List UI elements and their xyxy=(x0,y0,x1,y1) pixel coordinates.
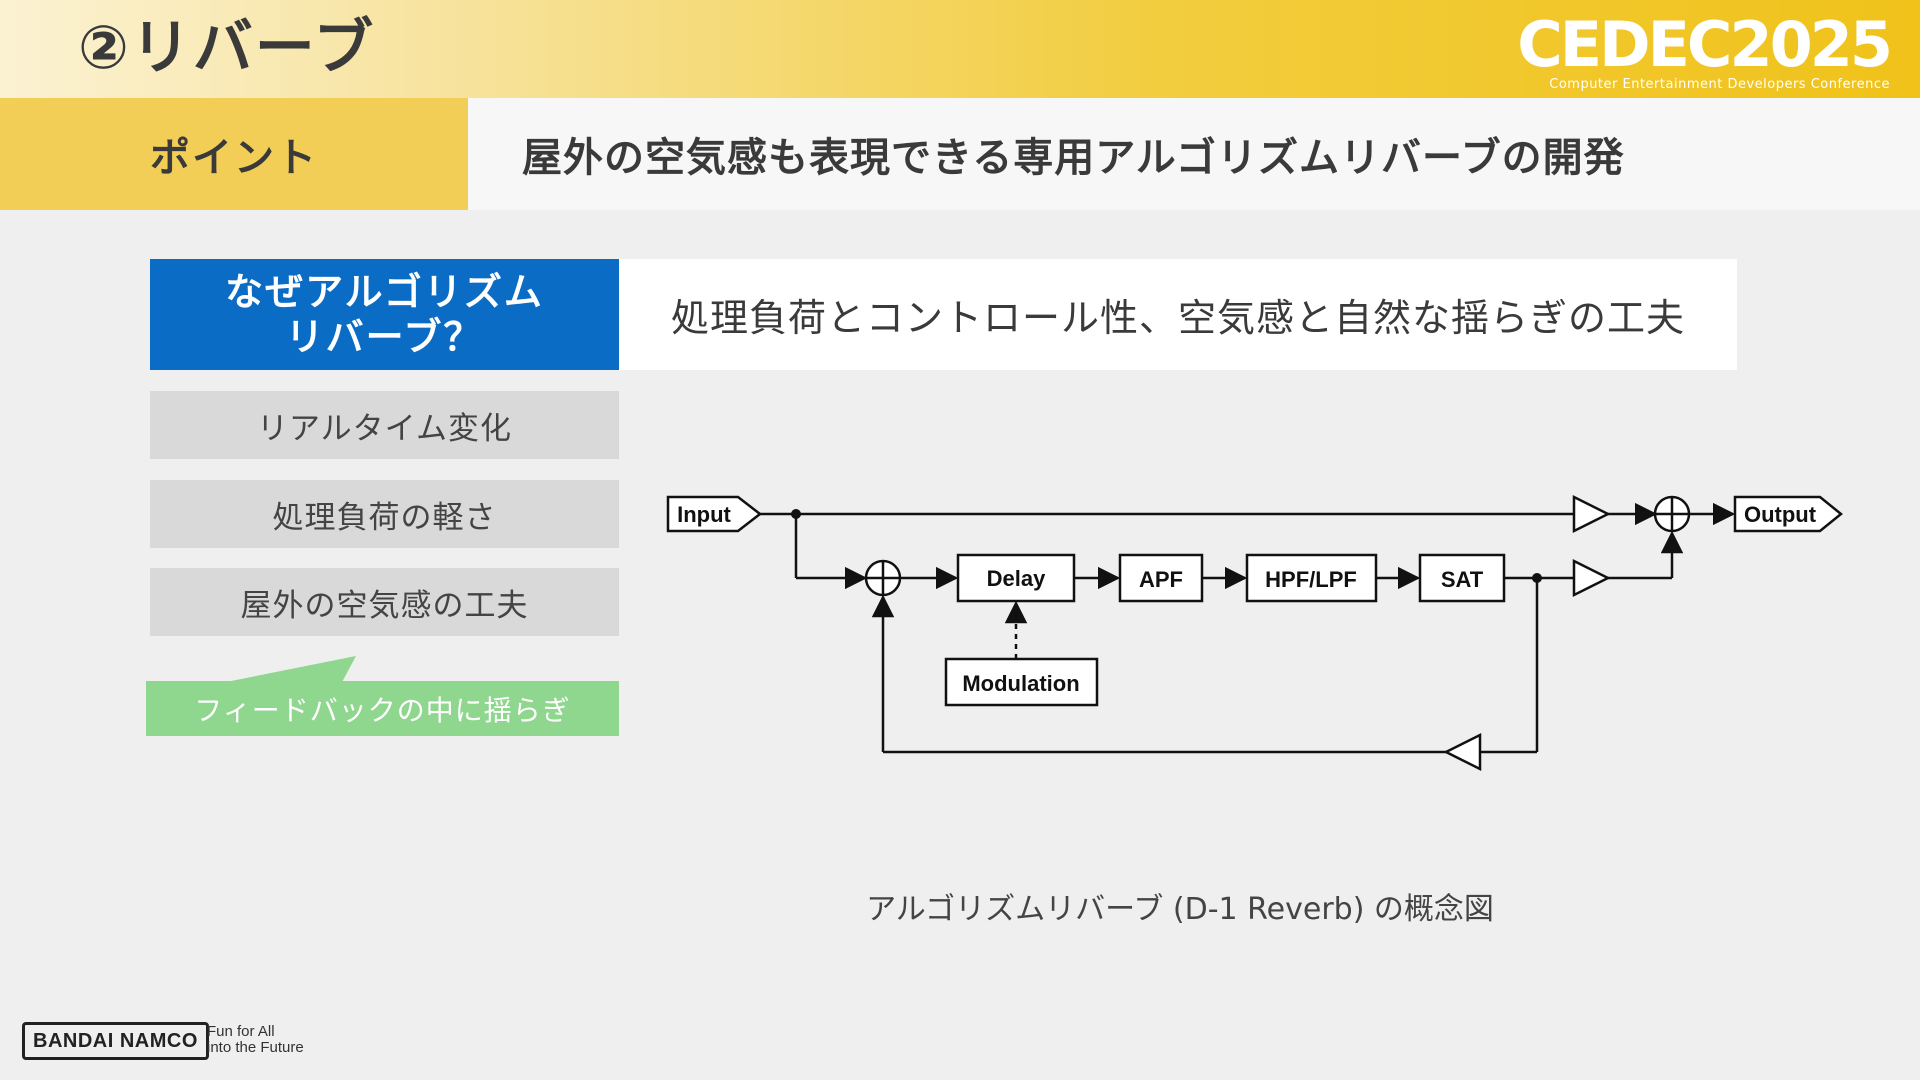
slide-title: ②リバーブ xyxy=(78,13,376,83)
tagline: Fun for All into the Future xyxy=(207,1024,304,1056)
wet-gain-triangle xyxy=(1572,558,1611,598)
input-terminal xyxy=(666,495,763,533)
feedback-gain-triangle xyxy=(1443,732,1482,772)
reason-highlight-feedback-fluctuation: フィードバックの中に揺らぎ xyxy=(146,681,619,736)
tagline-line1: Fun for All xyxy=(207,1023,275,1040)
why-answer-text: 処理負荷とコントロール性、空気感と自然な揺らぎの工夫 xyxy=(670,296,1685,340)
bandai-namco-logo: BANDAI NAMCO xyxy=(22,1022,209,1060)
filter-label: HPF/LPF xyxy=(1265,567,1357,592)
modulation-label: Modulation xyxy=(962,671,1079,696)
cedec-logo-subtext: Computer Entertainment Developers Confer… xyxy=(1549,77,1890,92)
input-label: Input xyxy=(677,502,731,527)
output-terminal xyxy=(1733,495,1843,533)
tagline-line2: into the Future xyxy=(207,1038,304,1056)
reason-realtime: リアルタイム変化 xyxy=(150,391,619,459)
sat-junction-dot xyxy=(1532,573,1542,583)
output-label: Output xyxy=(1744,502,1817,527)
reason-outdoor-air: 屋外の空気感の工夫 xyxy=(150,568,619,636)
point-text-box: 屋外の空気感も表現できる専用アルゴリズムリバーブの開発 xyxy=(468,98,1920,210)
dry-gain-triangle xyxy=(1572,494,1611,534)
why-question-line1: なぜアルゴリズム xyxy=(225,269,544,314)
sat-label: SAT xyxy=(1441,567,1484,592)
sat-block xyxy=(1418,553,1506,603)
why-question-line2: リバーブ？ xyxy=(285,314,484,359)
point-label-box: ポイント xyxy=(0,98,468,210)
point-label: ポイント xyxy=(150,135,318,181)
callout-tail xyxy=(216,656,356,684)
cedec-logo: CEDEC2025 xyxy=(1517,8,1893,81)
why-answer-box: 処理負荷とコントロール性、空気感と自然な揺らぎの工夫 xyxy=(619,259,1737,370)
diagram-caption: アルゴリズムリバーブ (D-1 Reverb) の概念図 xyxy=(866,892,1494,927)
reason-light-load: 処理負荷の軽さ xyxy=(150,480,619,548)
modulation-block xyxy=(944,657,1099,707)
point-text: 屋外の空気感も表現できる専用アルゴリズムリバーブの開発 xyxy=(522,135,1625,181)
header-band xyxy=(0,0,1920,98)
input-junction-dot xyxy=(791,509,801,519)
apf-block xyxy=(1118,553,1204,603)
apf-label: APF xyxy=(1139,567,1183,592)
why-question-box: なぜアルゴリズム リバーブ？ xyxy=(150,259,619,370)
delay-label: Delay xyxy=(987,566,1046,591)
